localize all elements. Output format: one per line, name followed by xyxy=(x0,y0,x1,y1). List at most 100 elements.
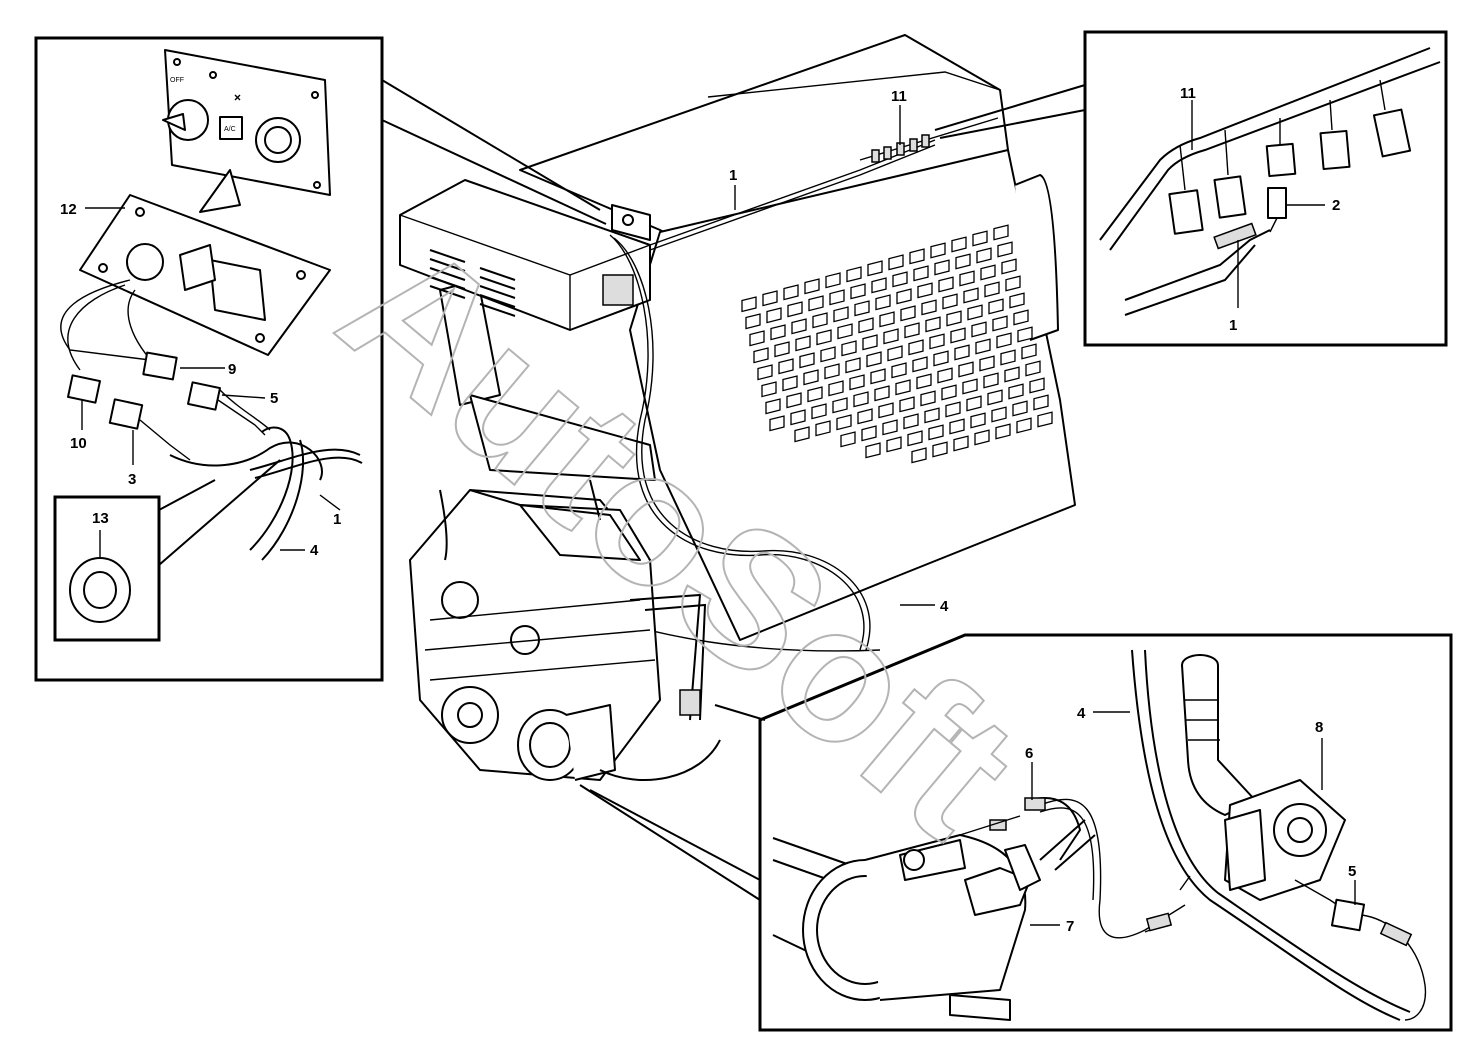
mesh-cell xyxy=(858,317,874,334)
callout-1-detail: 1 xyxy=(1229,317,1237,334)
louvre-slat xyxy=(479,294,516,308)
mesh-cell xyxy=(753,347,769,364)
mesh-cell xyxy=(846,266,862,283)
mesh-cell xyxy=(933,350,949,367)
mesh-cell xyxy=(812,312,828,329)
detail-roof-connectors: 11 2 1 xyxy=(934,30,1448,347)
mesh-cell xyxy=(997,241,1013,258)
louvre-slat xyxy=(479,285,516,299)
mesh-cell xyxy=(774,341,790,358)
mesh-cell xyxy=(761,381,777,398)
mesh-cell xyxy=(1009,292,1025,309)
mesh-cell xyxy=(963,287,979,304)
mesh-cell xyxy=(741,296,757,313)
mesh-cell xyxy=(930,242,946,259)
louvre-slat xyxy=(429,249,466,263)
mesh-cell xyxy=(980,264,996,281)
mesh-cell xyxy=(970,412,986,429)
mesh-cell xyxy=(888,254,904,271)
mesh-cell xyxy=(953,435,969,452)
mesh-cell xyxy=(875,294,891,311)
mesh-cell xyxy=(783,284,799,301)
mesh-cell xyxy=(895,379,911,396)
mesh-cell xyxy=(862,334,878,351)
mesh-cell xyxy=(917,282,933,299)
mesh-cell xyxy=(962,378,978,395)
mesh-cell xyxy=(786,392,802,409)
mesh-cell xyxy=(766,307,782,324)
mesh-cell xyxy=(988,298,1004,315)
callout-6: 6 xyxy=(1025,745,1033,762)
mesh-cell xyxy=(979,355,995,372)
mesh-cell xyxy=(929,333,945,350)
callout-3: 3 xyxy=(128,471,136,488)
mesh-cell xyxy=(1033,394,1049,411)
mesh-cell xyxy=(1037,411,1053,428)
mesh-cell xyxy=(955,253,971,270)
mesh-cell xyxy=(896,288,912,305)
mesh-cell xyxy=(991,406,1007,423)
mesh-cell xyxy=(795,335,811,352)
mesh-cell xyxy=(967,304,983,321)
mesh-cell xyxy=(782,375,798,392)
mesh-cell xyxy=(993,224,1009,241)
mesh-cell xyxy=(811,403,827,420)
cab-control-panel xyxy=(611,204,651,241)
mesh-cell xyxy=(946,310,962,327)
mesh-cell xyxy=(791,318,807,335)
mesh-cell xyxy=(959,270,975,287)
mesh-cell xyxy=(954,344,970,361)
mesh-cell xyxy=(794,426,810,443)
mesh-cell xyxy=(778,358,794,375)
callout-2: 2 xyxy=(1332,197,1340,214)
mesh-cell xyxy=(911,447,927,464)
pressure-switch-assembly xyxy=(1181,654,1346,901)
mesh-cell xyxy=(951,236,967,253)
mesh-cell xyxy=(1016,417,1032,434)
mesh-cell xyxy=(974,429,990,446)
mesh-cell xyxy=(837,323,853,340)
callout-4-detail: 4 xyxy=(1077,705,1086,722)
mesh-cell xyxy=(845,357,861,374)
mesh-cell xyxy=(950,327,966,344)
mesh-cell xyxy=(861,425,877,442)
mesh-cell xyxy=(921,299,937,316)
mesh-cell xyxy=(815,420,831,437)
mesh-cell xyxy=(907,430,923,447)
mesh-cell xyxy=(769,415,785,432)
callout-8: 8 xyxy=(1315,719,1323,736)
callout-1-main: 1 xyxy=(729,167,737,184)
mesh-cell xyxy=(854,300,870,317)
mesh-cell xyxy=(925,316,941,333)
callout-12: 12 xyxy=(60,201,77,218)
mesh-cell xyxy=(1017,326,1033,343)
mesh-cell xyxy=(984,281,1000,298)
mesh-cell xyxy=(879,311,895,328)
mesh-cell xyxy=(749,330,765,347)
louvre-slat xyxy=(429,267,466,281)
mesh-cell xyxy=(928,424,944,441)
callout-9: 9 xyxy=(228,361,236,378)
mesh-cell xyxy=(820,346,836,363)
ac-button-label: A/C xyxy=(224,126,236,133)
callout-11-main: 11 xyxy=(891,88,907,105)
mesh-cell xyxy=(887,345,903,362)
compressor xyxy=(802,797,1096,1021)
mesh-cell xyxy=(938,276,954,293)
mesh-cell xyxy=(825,272,841,289)
detail-switch-panel: A/C OFF xyxy=(34,36,607,682)
mesh-cell xyxy=(787,301,803,318)
mesh-cell xyxy=(958,361,974,378)
mesh-cell xyxy=(883,328,899,345)
mesh-cell xyxy=(891,362,907,379)
mesh-cell xyxy=(807,386,823,403)
callout-4: 4 xyxy=(310,542,319,559)
louvre-slat xyxy=(429,285,466,299)
callout-4-main: 4 xyxy=(940,598,949,615)
mesh-cell xyxy=(949,418,965,435)
mesh-cell xyxy=(799,352,815,369)
mesh-cell xyxy=(803,369,819,386)
mesh-cell xyxy=(878,402,894,419)
cab-body xyxy=(439,34,1076,641)
callout-10: 10 xyxy=(70,435,87,452)
